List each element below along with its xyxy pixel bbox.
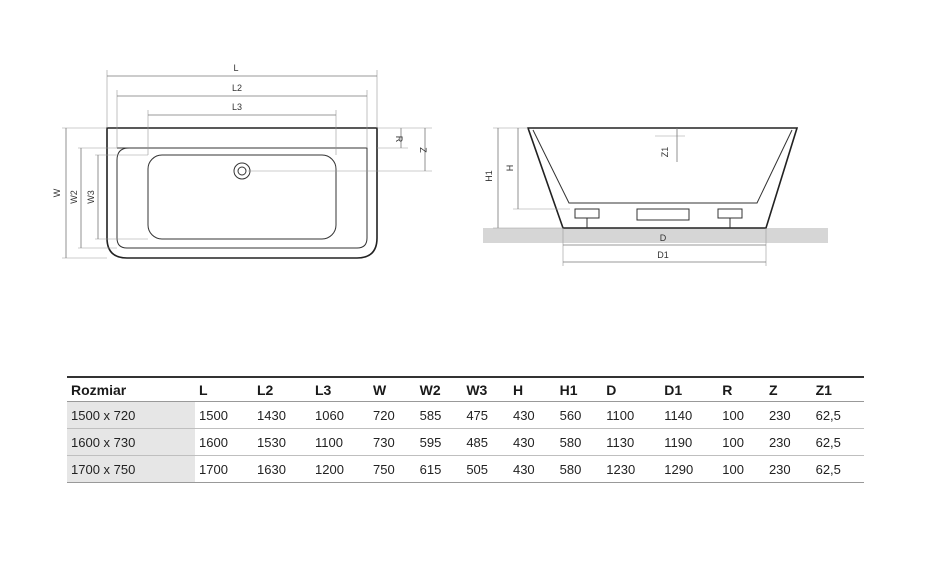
table-cell: 1230: [602, 455, 661, 483]
tub-inner-profile: [532, 129, 793, 204]
drain-inner: [237, 166, 247, 176]
table-cell: 230: [764, 455, 812, 483]
drain-box: [636, 208, 690, 221]
tub-inner-rim: [116, 147, 368, 249]
table-cell: 62,5: [811, 428, 864, 456]
header-Z: Z: [764, 376, 812, 402]
table-cell: 1200: [311, 455, 369, 483]
table-cell: 100: [718, 455, 765, 483]
table-cell: 475: [462, 401, 509, 429]
label-W3: W3: [86, 190, 96, 204]
table-cell: 615: [415, 455, 463, 483]
table-cell: 1430: [253, 401, 311, 429]
table-cell: 100: [718, 428, 765, 456]
table-row: 1500 x 720 1500 1430 1060 720 585 475 43…: [67, 401, 864, 429]
tub-basin: [147, 154, 337, 240]
table-cell: 505: [462, 455, 509, 483]
table-cell: 1290: [660, 455, 719, 483]
side-view: H1 H Z1 D D1: [483, 127, 828, 266]
size-cell: 1700 x 750: [67, 455, 195, 483]
table-cell: 750: [369, 455, 416, 483]
table-cell: 730: [369, 428, 416, 456]
label-H1: H1: [484, 170, 494, 182]
floor: [483, 228, 828, 243]
label-D: D: [660, 233, 667, 243]
table-cell: 230: [764, 428, 812, 456]
table-cell: 720: [369, 401, 416, 429]
table-cell: 595: [415, 428, 463, 456]
header-H1: H1: [555, 376, 603, 402]
header-R: R: [718, 376, 765, 402]
table-cell: 1130: [602, 428, 661, 456]
table-cell: 485: [462, 428, 509, 456]
table-cell: 1140: [660, 401, 719, 429]
table-row: 1700 x 750 1700 1630 1200 750 615 505 43…: [67, 455, 864, 483]
table-cell: 1530: [253, 428, 311, 456]
table-cell: 62,5: [811, 401, 864, 429]
header-H: H: [508, 376, 556, 402]
table-cell: 560: [555, 401, 603, 429]
table-header-row: Rozmiar L L2 L3 W W2 W3 H H1 D D1 R Z Z1: [67, 376, 864, 402]
header-W: W: [369, 376, 416, 402]
header-Z1: Z1: [811, 376, 864, 402]
header-W3: W3: [462, 376, 509, 402]
size-cell: 1600 x 730: [67, 428, 195, 456]
header-W2: W2: [415, 376, 463, 402]
label-W2: W2: [69, 190, 79, 204]
table-cell: 1500: [195, 401, 253, 429]
table-cell: 1190: [660, 428, 719, 456]
header-D1: D1: [660, 376, 719, 402]
label-Z: Z: [418, 147, 428, 153]
label-R: R: [394, 136, 404, 143]
table-cell: 1060: [311, 401, 369, 429]
label-W: W: [52, 188, 62, 197]
top-view: L L2 L3 W W2 W3 R Z: [52, 63, 432, 259]
label-Z1: Z1: [660, 147, 670, 158]
table-cell: 430: [508, 455, 556, 483]
table-cell: 1100: [311, 428, 369, 456]
technical-drawing: L L2 L3 W W2 W3 R Z: [52, 63, 828, 266]
table-cell: 580: [555, 455, 603, 483]
table-cell: 1100: [602, 401, 661, 429]
dimensions-table: Rozmiar L L2 L3 W W2 W3 H H1 D D1 R Z Z1…: [67, 376, 864, 483]
table-cell: 230: [764, 401, 812, 429]
table-cell: 100: [718, 401, 765, 429]
label-L3: L3: [232, 102, 242, 112]
header-L2: L2: [253, 376, 311, 402]
label-L2: L2: [232, 83, 242, 93]
table-cell: 580: [555, 428, 603, 456]
label-L: L: [233, 63, 238, 73]
header-L: L: [195, 376, 253, 402]
tub-outline-side: [526, 127, 799, 229]
header-rozmiar: Rozmiar: [67, 376, 195, 402]
table-row: 1600 x 730 1600 1530 1100 730 595 485 43…: [67, 428, 864, 456]
header-D: D: [602, 376, 661, 402]
label-H: H: [505, 165, 515, 172]
table-cell: 62,5: [811, 455, 864, 483]
table-cell: 430: [508, 401, 556, 429]
table-cell: 1700: [195, 455, 253, 483]
tub-outline-top: [106, 127, 378, 259]
table-cell: 585: [415, 401, 463, 429]
size-cell: 1500 x 720: [67, 401, 195, 429]
label-D1: D1: [657, 250, 669, 260]
header-L3: L3: [311, 376, 369, 402]
table-cell: 1630: [253, 455, 311, 483]
table-cell: 430: [508, 428, 556, 456]
table-cell: 1600: [195, 428, 253, 456]
